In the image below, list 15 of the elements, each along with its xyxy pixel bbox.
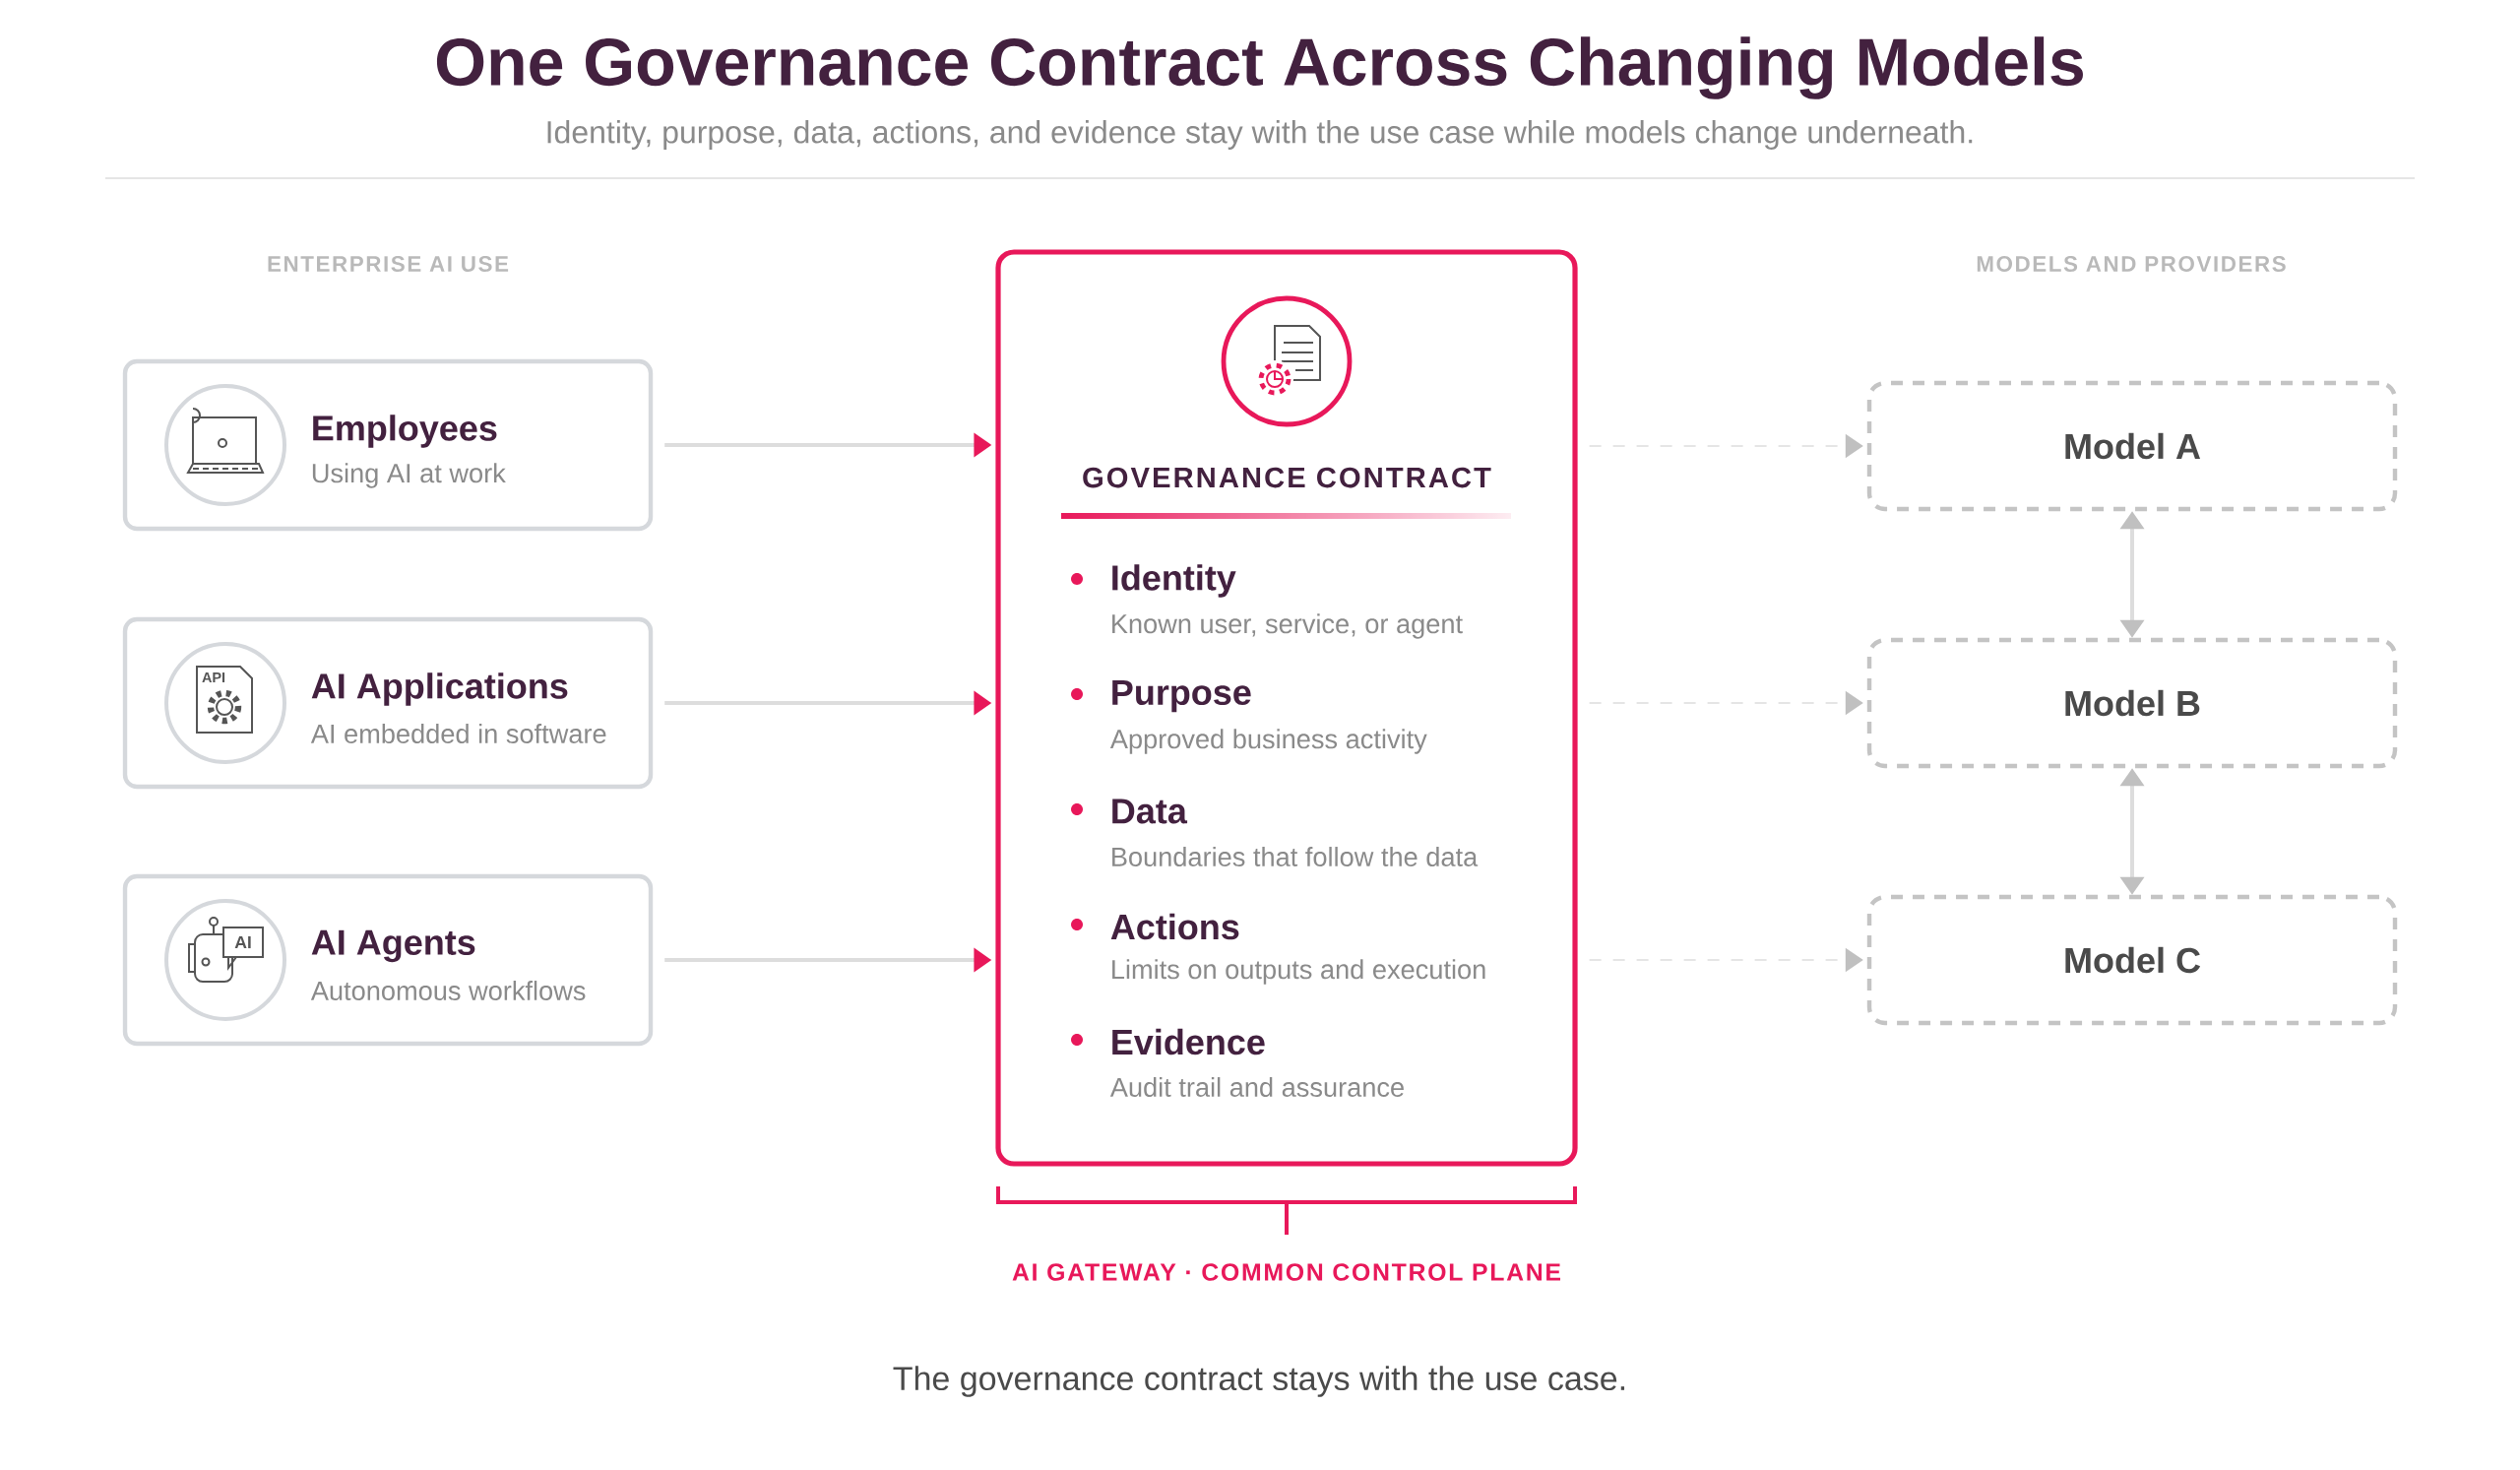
checklist-item: Evidence Audit trail and assurance xyxy=(1071,1028,1404,1097)
column-heading: MODELS AND PROVIDERS xyxy=(1977,256,2286,272)
checklist-item: Purpose Approved business activity xyxy=(1071,679,1427,754)
title: One Governance Contract Across Changing Models xyxy=(436,36,2083,99)
checklist-item: Actions Limits on outputs and execution xyxy=(1071,913,1485,985)
model-box: Model A xyxy=(1866,380,2398,512)
source-box: Employees Using AI at work xyxy=(122,358,654,532)
caption: The governance contract stays with the use case. xyxy=(893,1366,1625,1397)
model-box: Model B xyxy=(1866,637,2398,769)
checklist-item: Identity Known user, service, or agent xyxy=(1071,564,1463,639)
column-heading: ENTERPRISE AI USE xyxy=(268,256,509,272)
bracket-label: AI GATEWAY · COMMON CONTROL PLANE xyxy=(1012,1263,1560,1281)
checklist-item: Data Boundaries that follow the data xyxy=(1071,799,1479,866)
subtitle: Identity, purpose, data, actions, and evidence stay with the use case while models change underneath. xyxy=(547,120,1973,150)
model-box: Model C xyxy=(1866,894,2398,1026)
